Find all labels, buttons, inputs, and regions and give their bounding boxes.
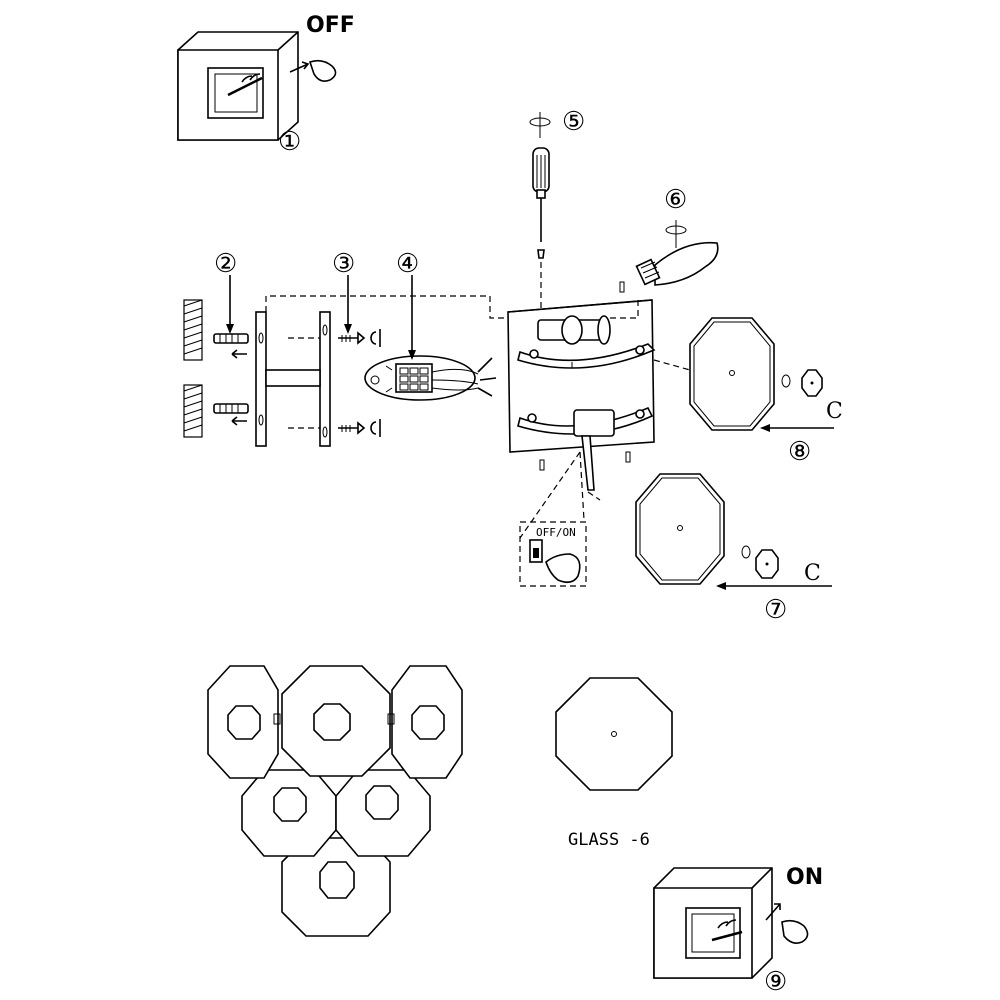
step-5-number: ⑤ xyxy=(562,107,585,137)
step-9-number: ⑨ xyxy=(764,967,787,997)
wall-anchor-bottom-icon xyxy=(213,403,249,426)
step-6-number: ⑥ xyxy=(664,185,687,215)
c-label-bottom: C xyxy=(804,561,821,586)
switch-off-box xyxy=(177,31,337,141)
glass-arc-top xyxy=(517,343,656,369)
screw-bottom-icon xyxy=(338,419,381,437)
off-on-label: OFF/ON xyxy=(536,526,576,539)
step-2-number: ② xyxy=(214,249,237,279)
lamp-holder-bottom xyxy=(573,409,615,501)
glass-octagon-7 xyxy=(635,473,779,585)
terminal-block-icon xyxy=(364,355,497,401)
step-3-number: ③ xyxy=(332,249,355,279)
rotate-arrow-6-icon xyxy=(665,220,687,248)
glass-arc-bottom xyxy=(517,406,654,435)
arrow-8 xyxy=(760,424,834,432)
screwdriver-icon xyxy=(532,147,550,259)
lamp-holder-top xyxy=(537,300,639,345)
screw-top-icon xyxy=(338,329,381,347)
glass-octagon-8 xyxy=(689,317,823,431)
step-1-number: ① xyxy=(278,127,301,157)
glass-assembly-6 xyxy=(207,665,463,937)
glass-reference-octagon xyxy=(555,677,673,791)
candle-bulb-icon xyxy=(635,241,719,286)
mounting-bracket xyxy=(255,311,331,447)
inline-switch-detail xyxy=(519,451,587,587)
glass-count-label: GLASS -6 xyxy=(568,830,650,850)
step-4-number: ④ xyxy=(396,249,419,279)
on-label: ON xyxy=(786,865,823,890)
wall-hatch xyxy=(183,299,203,438)
wall-anchor-top-icon xyxy=(213,333,249,359)
step-8-number: ⑧ xyxy=(788,437,811,467)
dash-to-glass-8 xyxy=(653,359,691,371)
small-arrows xyxy=(539,281,631,471)
wire-dashed-path xyxy=(265,295,508,319)
step-7-number: ⑦ xyxy=(764,595,787,625)
off-label: OFF xyxy=(306,13,355,38)
c-label-top: C xyxy=(826,399,843,424)
arrow-7 xyxy=(716,582,832,590)
switch-on-box xyxy=(653,867,809,979)
rotate-arrow-5-icon xyxy=(529,112,551,138)
